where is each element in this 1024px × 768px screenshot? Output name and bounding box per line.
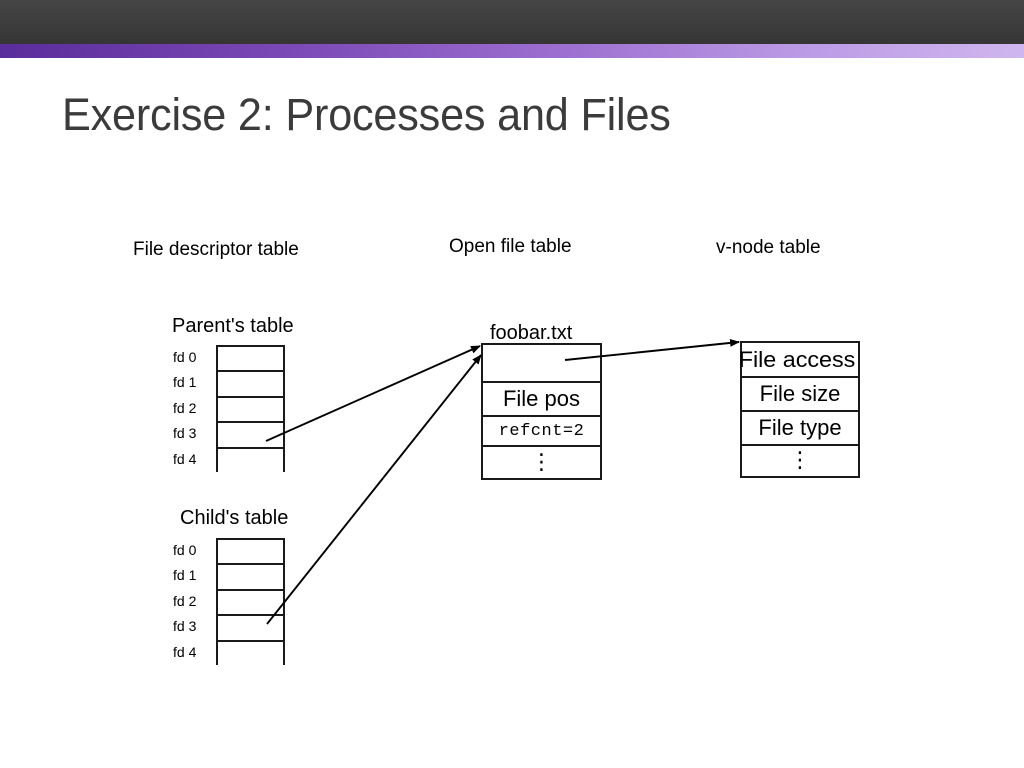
cell-text: File access xyxy=(738,346,856,372)
fd-label: fd 4 xyxy=(173,643,197,660)
caption-childs-table: Child's table xyxy=(180,507,289,529)
vnode-table: File access File size File type ⋮ xyxy=(738,341,860,478)
fd-label: fd 3 xyxy=(173,618,197,635)
parent-file-descriptor-table xyxy=(216,345,285,474)
table-row xyxy=(218,565,283,591)
table-row xyxy=(218,590,283,617)
fd-label: fd 1 xyxy=(173,567,197,584)
header-dark-band xyxy=(0,0,1024,44)
fd-label: fd 2 xyxy=(173,399,197,416)
table-row-file-pos: File pos xyxy=(483,383,600,417)
heading-file-descriptor-table: File descriptor table xyxy=(133,239,299,260)
table-row-ellipsis: ⋮ xyxy=(483,447,600,478)
table-row xyxy=(218,616,283,642)
header-accent-band xyxy=(0,44,1024,58)
child-file-descriptor-table xyxy=(216,538,285,667)
table-row xyxy=(218,347,283,373)
vertical-ellipsis-icon: ⋮ xyxy=(789,448,811,473)
table-row-ellipsis: ⋮ xyxy=(742,446,858,476)
cell-text: File type xyxy=(758,415,842,440)
table-row xyxy=(218,397,283,424)
heading-open-file-table: Open file table xyxy=(449,236,572,257)
table-row xyxy=(218,372,283,398)
fd-label: fd 2 xyxy=(173,592,197,609)
table-row xyxy=(218,641,283,667)
arrow-parent-fd3-to-open-file-table xyxy=(265,345,481,442)
caption-parents-table: Parent's table xyxy=(172,315,294,337)
table-row-file-size: File size xyxy=(742,378,858,412)
open-file-table: File pos refcnt=2 ⋮ xyxy=(481,343,602,480)
table-row-file-type: File type xyxy=(742,412,858,446)
page-title: Exercise 2: Processes and Files xyxy=(62,89,671,140)
table-row-file-access: File access xyxy=(738,343,858,378)
parent-fd-label-column: fd 0 fd 1 fd 2 fd 3 fd 4 xyxy=(173,345,215,472)
table-row xyxy=(218,448,283,474)
fd-label: fd 0 xyxy=(173,349,197,365)
table-row-refcnt: refcnt=2 xyxy=(483,417,600,447)
fd-label: fd 4 xyxy=(173,450,197,467)
child-fd-label-column: fd 0 fd 1 fd 2 fd 3 fd 4 xyxy=(173,538,215,665)
vertical-ellipsis-icon: ⋮ xyxy=(530,449,553,475)
fd-label: fd 3 xyxy=(173,425,197,442)
table-row xyxy=(218,423,283,449)
heading-vnode-table: v-node table xyxy=(716,237,821,258)
table-row-empty xyxy=(483,345,600,383)
arrow-child-fd3-to-open-file-table xyxy=(266,354,482,625)
fd-label: fd 1 xyxy=(173,374,197,391)
caption-foobar-txt: foobar.txt xyxy=(490,322,573,344)
table-row xyxy=(218,540,283,566)
cell-text: File size xyxy=(759,381,841,406)
fd-label: fd 0 xyxy=(173,542,197,558)
